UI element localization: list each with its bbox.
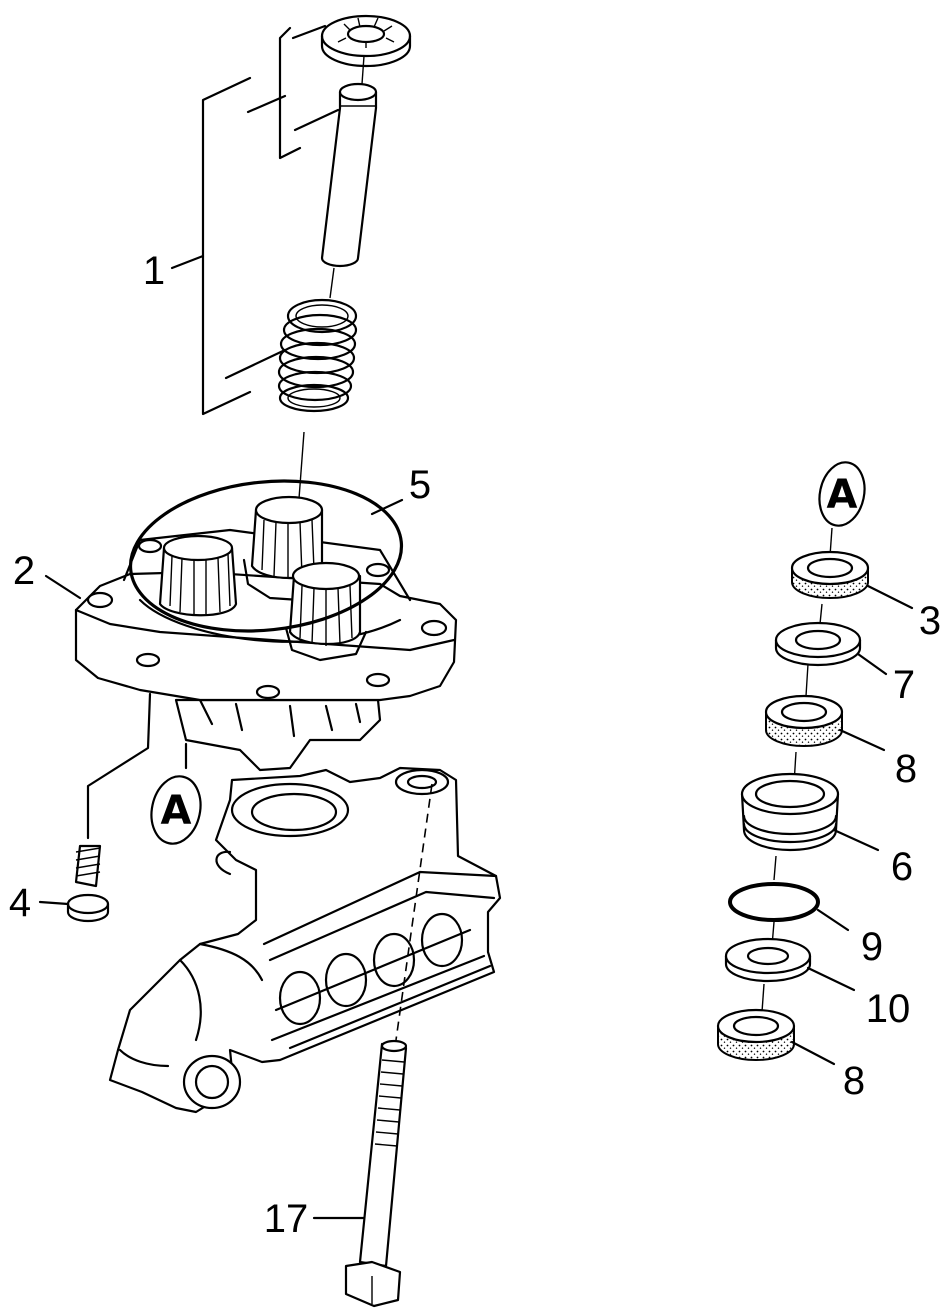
star-washer	[320, 14, 412, 68]
pump-housing	[108, 766, 502, 1114]
callout-8-lower: 8	[843, 1059, 865, 1103]
valve-center	[242, 495, 332, 602]
callout-17: 17	[264, 1197, 309, 1241]
seal-8-lower	[716, 1008, 796, 1061]
callout-5: 5	[409, 463, 431, 507]
callout-4: 4	[9, 881, 31, 925]
callout-1: 1	[143, 249, 165, 293]
spring	[277, 298, 358, 413]
valve-right	[284, 561, 368, 662]
pin	[320, 82, 378, 268]
callout-2: 2	[13, 549, 35, 593]
callout-3: 3	[919, 599, 941, 643]
detail-mark-main: A	[150, 775, 202, 845]
item-1-bracket	[201, 24, 340, 416]
o-ring-9	[728, 882, 820, 922]
callout-7: 7	[893, 663, 915, 707]
callout-9: 9	[861, 925, 883, 969]
washer-10	[724, 937, 812, 983]
screw	[66, 692, 152, 923]
detail-mark-detail: A	[818, 461, 866, 527]
bolt	[344, 1039, 408, 1308]
callout-10: 10	[866, 987, 911, 1031]
valve-left	[158, 534, 238, 617]
seal-8-upper	[764, 694, 844, 747]
callout-8-upper: 8	[895, 747, 917, 791]
sleeve-6	[740, 772, 840, 852]
svg-text:A: A	[161, 788, 192, 834]
callout-6: 6	[891, 845, 913, 889]
seal-3	[790, 550, 870, 599]
washer-7	[774, 621, 862, 667]
item-5-outline	[128, 479, 404, 633]
svg-text:A: A	[827, 472, 858, 518]
